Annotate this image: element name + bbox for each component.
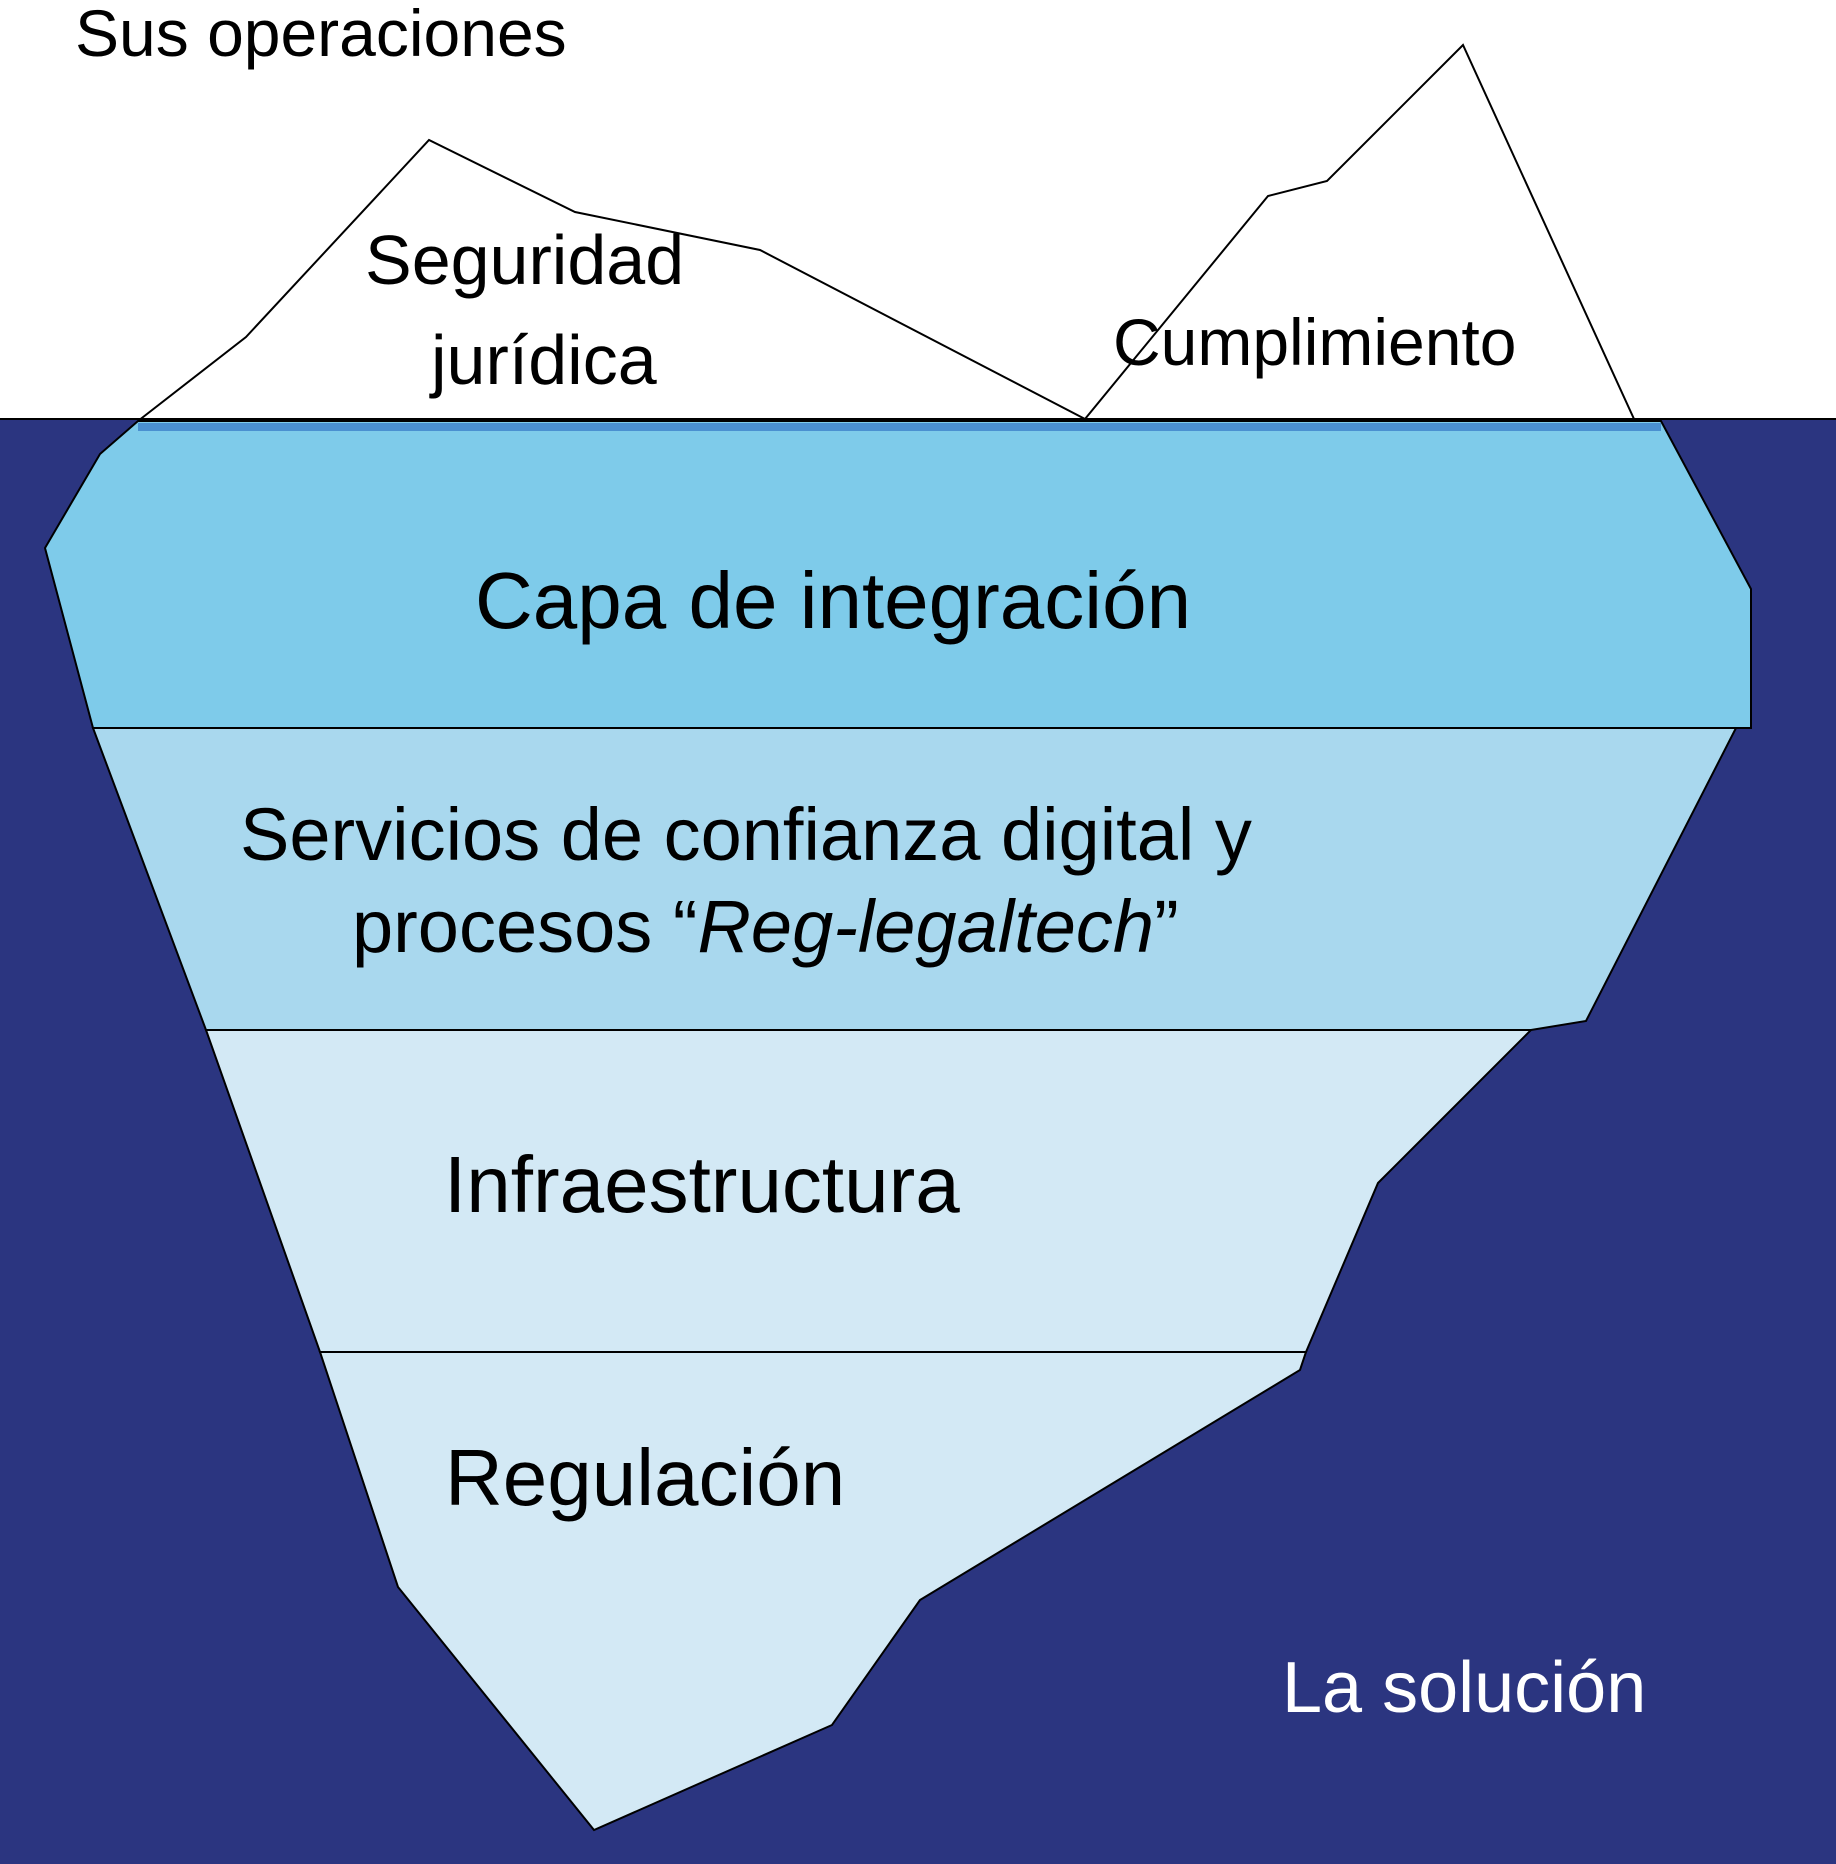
integration-layer-label: Capa de integración <box>475 556 1191 645</box>
infrastructure-layer-shape <box>204 1029 1534 1353</box>
services-layer-shape <box>91 727 1738 1031</box>
infrastructure-layer-label: Infraestructura <box>444 1140 960 1229</box>
solution-label: La solución <box>1282 1648 1646 1728</box>
services-layer-label-line1: Servicios de confianza digital y <box>240 793 1252 876</box>
regulation-layer-shape <box>318 1351 1308 1832</box>
services-layer-label-prefix: procesos “ <box>352 885 697 968</box>
legal-certainty-label-line2: jurídica <box>429 321 657 399</box>
regulation-layer-label: Regulación <box>445 1433 845 1522</box>
services-layer-label-suffix: ” <box>1154 885 1179 968</box>
operations-label: Sus operaciones <box>75 0 567 70</box>
legal-certainty-label-line1: Seguridad <box>365 221 684 299</box>
services-layer-label-line2: procesos “Reg-legaltech” <box>352 885 1179 968</box>
compliance-label: Cumplimiento <box>1113 305 1516 379</box>
services-layer-label-italic: Reg-legaltech <box>697 885 1154 968</box>
